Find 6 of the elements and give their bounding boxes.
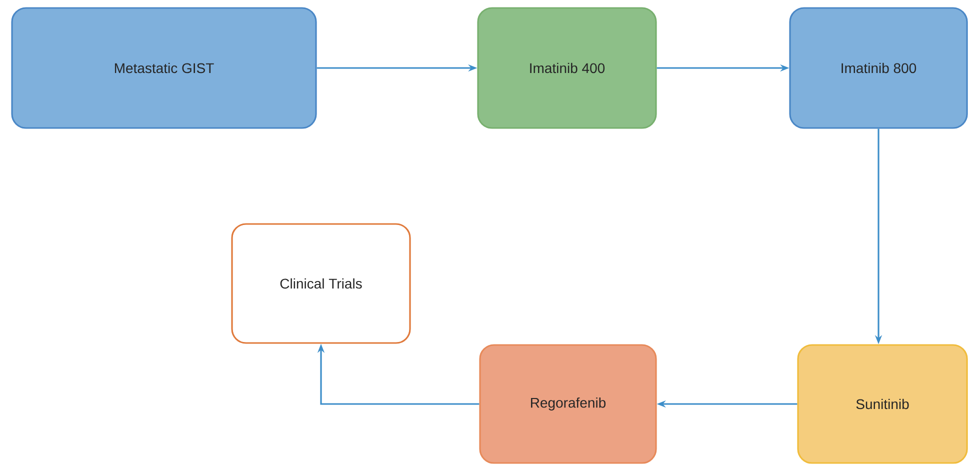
process-box: Sunitinib: [797, 344, 968, 464]
process-box: Metastatic GIST: [11, 7, 317, 129]
process-box: Regorafenib: [479, 344, 657, 464]
process-box: Imatinib 800: [789, 7, 968, 129]
process-box: Clinical Trials: [231, 223, 411, 344]
process-box: Imatinib 400: [477, 7, 657, 129]
